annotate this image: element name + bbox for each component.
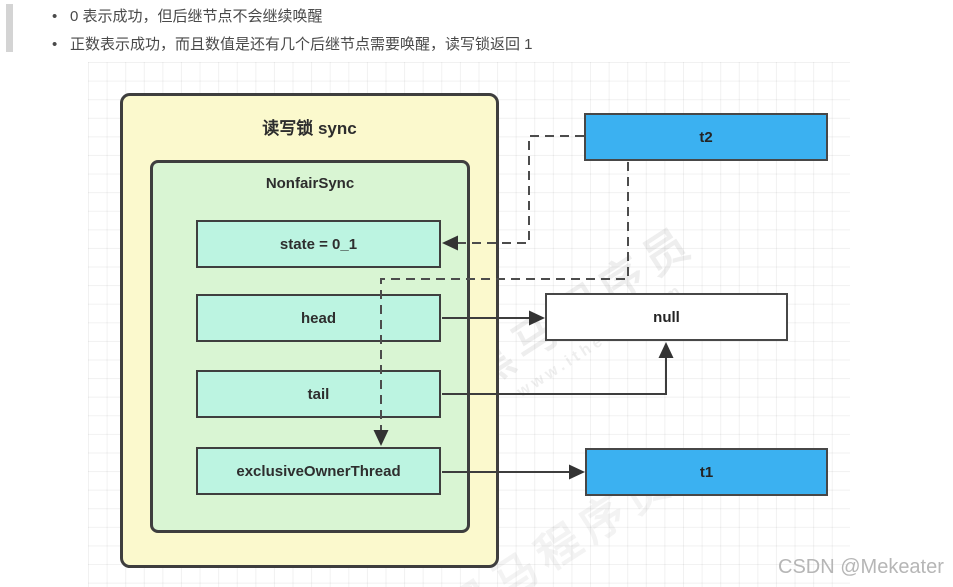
note-item: • 正数表示成功，而且数值是还有几个后继节点需要唤醒，读写锁返回 1: [50, 31, 533, 59]
field-label: tail: [307, 385, 330, 403]
field-label: exclusiveOwnerThread: [236, 462, 401, 480]
field-label: head: [300, 309, 336, 327]
note-text: 正数表示成功，而且数值是还有几个后继节点需要唤醒，读写锁返回 1: [70, 36, 533, 53]
field-exclusive-owner-thread: exclusiveOwnerThread: [196, 447, 441, 495]
notes-list: • 0 表示成功，但后继节点不会继续唤醒 • 正数表示成功，而且数值是还有几个后…: [50, 3, 533, 59]
field-label: state = 0_1: [279, 235, 358, 253]
blockquote-bar: [6, 4, 13, 52]
node-t2: t2: [584, 113, 828, 161]
node-label: t1: [699, 463, 714, 481]
outer-box-title: 读写锁 sync: [262, 119, 357, 138]
bullet-dot-icon: •: [52, 36, 58, 53]
node-null: null: [545, 293, 788, 341]
field-head: head: [196, 294, 441, 342]
field-tail: tail: [196, 370, 441, 418]
bullet-dot-icon: •: [52, 8, 58, 25]
note-text: 0 表示成功，但后继节点不会继续唤醒: [70, 8, 323, 25]
node-label: null: [653, 308, 680, 326]
node-label: t2: [699, 128, 713, 146]
node-t1: t1: [585, 448, 828, 496]
field-state: state = 0_1: [196, 220, 441, 268]
inner-box-title: NonfairSync: [265, 175, 355, 192]
note-item: • 0 表示成功，但后继节点不会继续唤醒: [50, 3, 533, 31]
csdn-watermark: CSDN @Mekeater: [778, 556, 944, 578]
